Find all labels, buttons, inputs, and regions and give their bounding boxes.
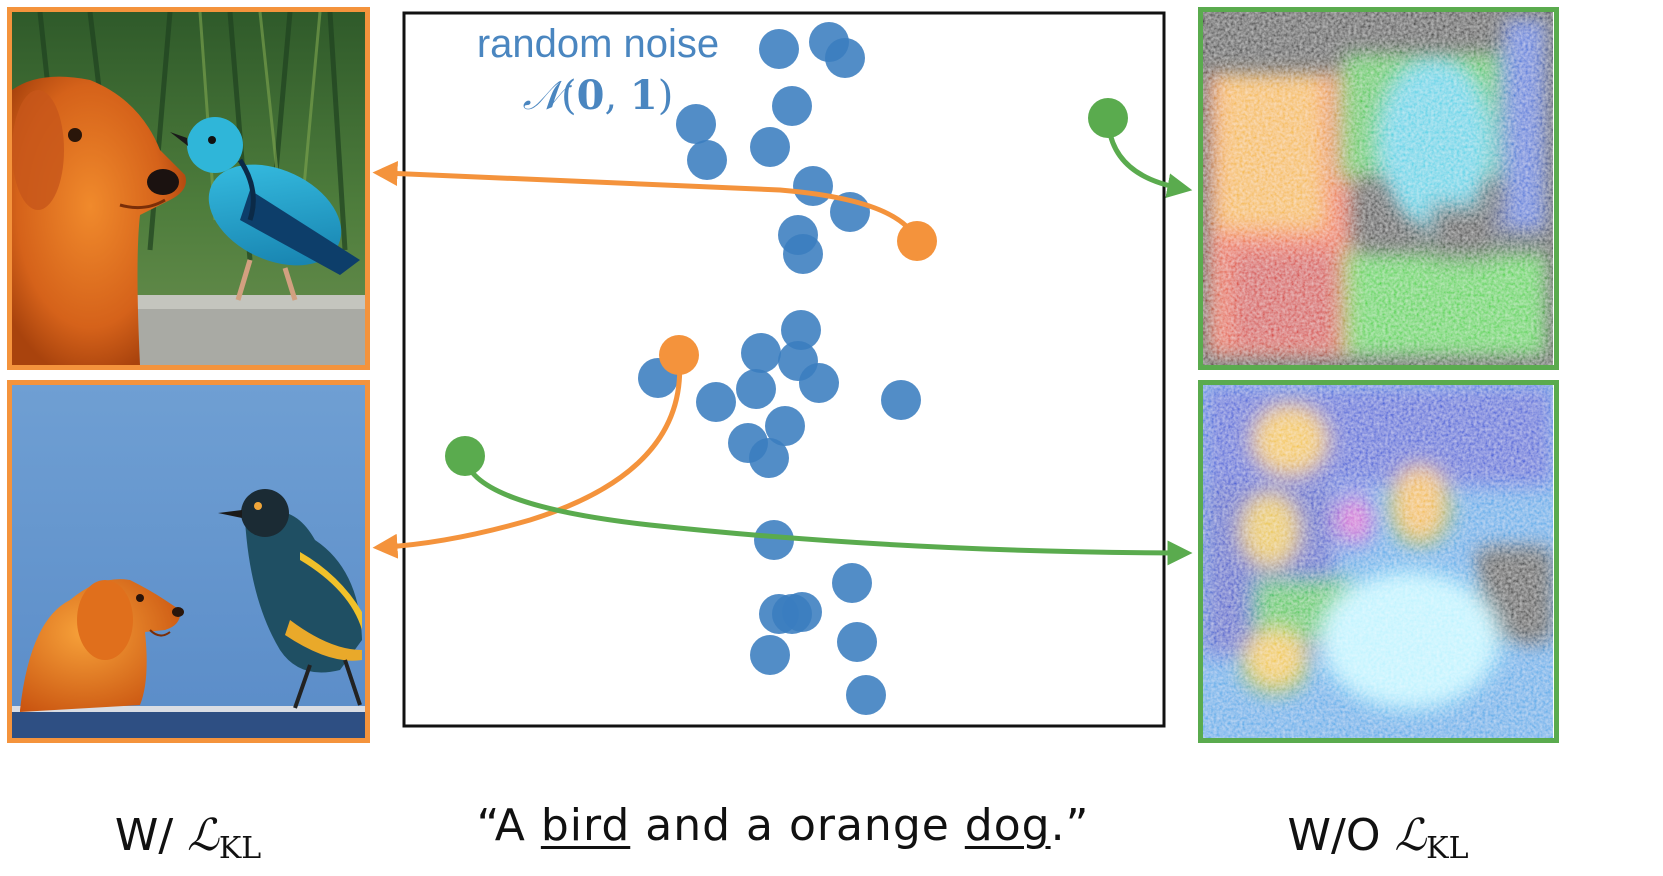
noise-sample [799,363,839,403]
noise-sample [772,86,812,126]
highlighted-sample-green-bottom [445,436,485,476]
caption-word-dog: dog [964,800,1051,851]
arrow-with-kl-bottom [372,354,683,559]
with-kl-label: W/ ℒKL [115,810,261,866]
noise-sample [750,127,790,167]
noise-sample [846,675,886,715]
mean-value: 0 [576,72,605,119]
caption-open: “A [476,800,541,851]
noise-sample [772,594,812,634]
without-kl-label: W/O ℒKL [1288,810,1469,866]
arrow-without-kl-bottom [462,455,1193,566]
noise-sample [765,406,805,446]
noise-sample [741,333,781,373]
noise-sample [781,310,821,350]
noise-space-box [402,11,1166,728]
noise-label-formula: 𝒩(0, 1) [522,72,674,119]
arrow-with-kl-top [372,161,920,243]
noise-sample [687,140,727,180]
highlighted-sample-orange-bottom [659,335,699,375]
without-kl-subscript: KL [1426,831,1469,866]
without-kl-loss-symbol: ℒ [1394,810,1427,861]
highlighted-sample-orange-top [897,221,937,261]
noise-sample [759,29,799,69]
noise-sample [793,166,833,206]
caption-word-bird: bird [540,800,631,851]
noise-sample [750,635,790,675]
image-without-kl-top [1203,12,1553,365]
noise-sample [696,382,736,422]
with-kl-loss-symbol: ℒ [187,810,219,861]
highlighted-sample-green-top [1088,98,1128,138]
caption-close: .” [1050,800,1090,851]
noise-sample [881,380,921,420]
noise-sample [754,520,794,560]
noise-label-text: random noise [476,22,720,66]
noise-sample [832,563,872,603]
without-kl-bottom-frame [1198,380,1559,743]
variance-value: 1 [629,72,658,119]
image-with-kl-top [12,12,365,365]
with-kl-subscript: KL [218,831,262,866]
without-kl-prefix: W/O [1287,810,1395,861]
image-with-kl-bottom [12,385,365,738]
noise-sample [736,369,776,409]
noise-sample [837,622,877,662]
caption-middle: and a orange [630,800,965,851]
with-kl-prefix: W/ [114,810,188,861]
without-kl-top-frame [1198,7,1559,370]
noise-sample [783,234,823,274]
with-kl-bottom-frame [7,380,370,743]
noise-samples [638,22,921,715]
image-without-kl-bottom [1203,385,1553,738]
normal-distribution-symbol: 𝒩 [522,73,561,119]
noise-sample [676,104,716,144]
noise-distribution-label: random noise 𝒩(0, 1) [477,18,719,122]
with-kl-top-frame [7,7,370,370]
noise-sample [825,38,865,78]
prompt-caption: “A bird and a orange dog.” [477,800,1090,851]
noise-sample [749,438,789,478]
